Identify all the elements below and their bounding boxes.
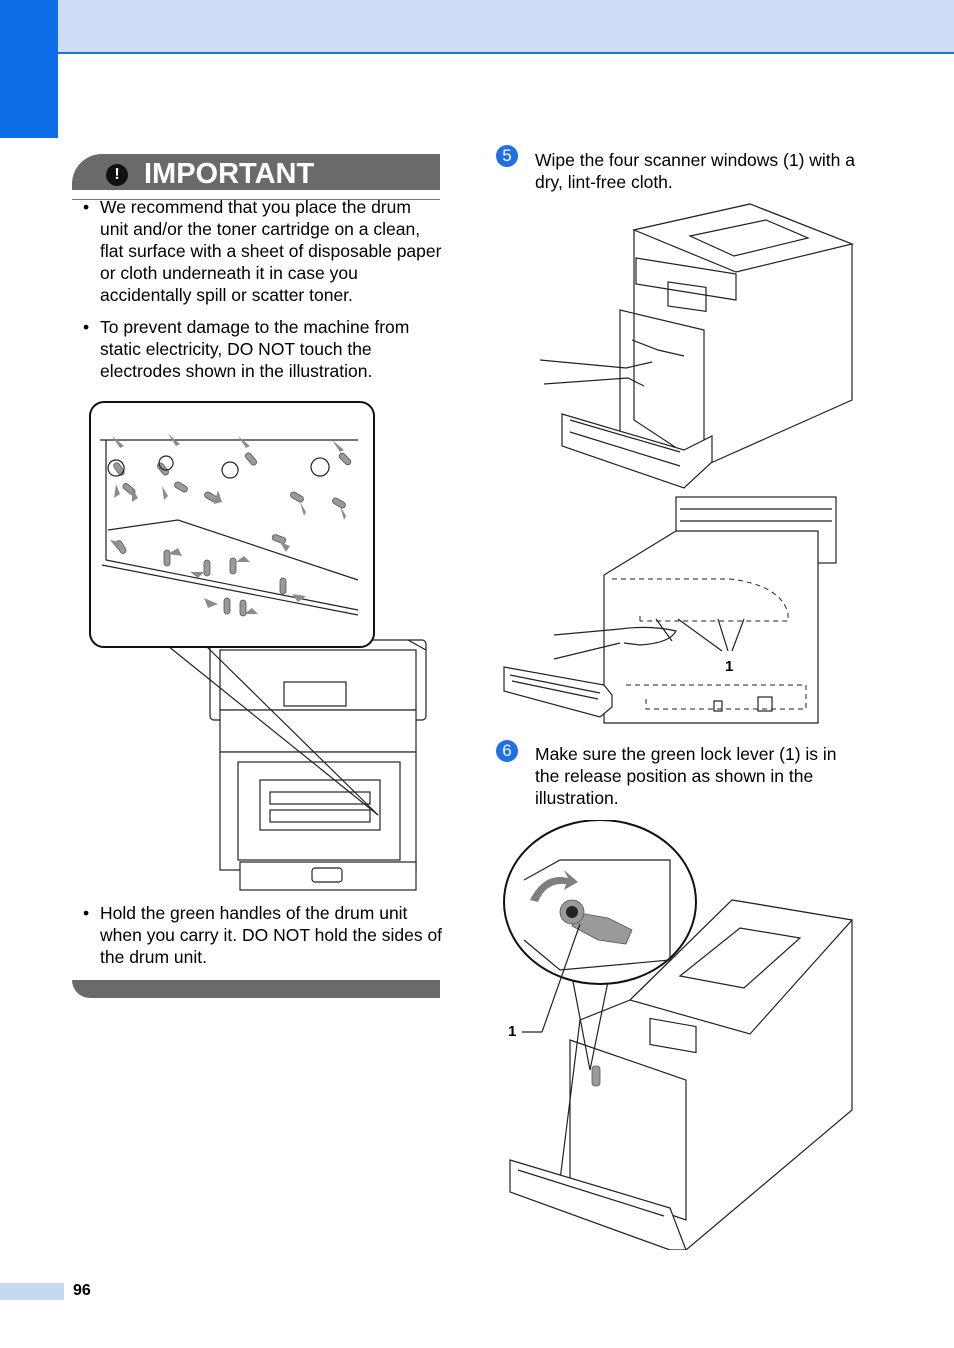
scanner-windows-callout: 1 xyxy=(725,658,733,675)
lock-lever-illustration: 1 xyxy=(503,820,854,1250)
step-6-text: Make sure the green lock lever (1) is in… xyxy=(535,744,837,808)
step-6-badge: 6 xyxy=(496,740,518,762)
bullet-text: We recommend that you place the drum uni… xyxy=(100,197,442,305)
step-5-text: Wipe the four scanner windows (1) with a… xyxy=(535,150,855,192)
important-footer-bar xyxy=(72,980,440,998)
important-bullet-2: • To prevent damage to the machine from … xyxy=(83,316,443,382)
bullet-marker: • xyxy=(83,197,90,217)
header-band xyxy=(0,0,954,54)
important-header-bar xyxy=(72,154,440,190)
scanner-windows-illustration xyxy=(540,203,854,489)
electrodes-illustration xyxy=(89,401,427,891)
bullet-marker: • xyxy=(83,903,90,923)
bullet-marker: • xyxy=(83,317,90,337)
important-warning-icon: ! xyxy=(106,164,128,186)
page-number: 96 xyxy=(73,1282,91,1299)
important-divider xyxy=(72,199,440,200)
footer-band xyxy=(0,1283,64,1300)
important-bullet-1: • We recommend that you place the drum u… xyxy=(83,196,443,306)
important-bullet-3: • Hold the green handles of the drum uni… xyxy=(83,902,443,968)
lock-lever-callout: 1 xyxy=(508,1023,516,1040)
chapter-side-tab xyxy=(0,0,58,138)
step-5-badge: 5 xyxy=(496,145,518,167)
bullet-text: Hold the green handles of the drum unit … xyxy=(100,903,443,967)
scanner-windows-closeup: 1 xyxy=(503,496,837,724)
important-title: IMPORTANT xyxy=(144,158,315,190)
bullet-text: To prevent damage to the machine from st… xyxy=(100,317,410,381)
